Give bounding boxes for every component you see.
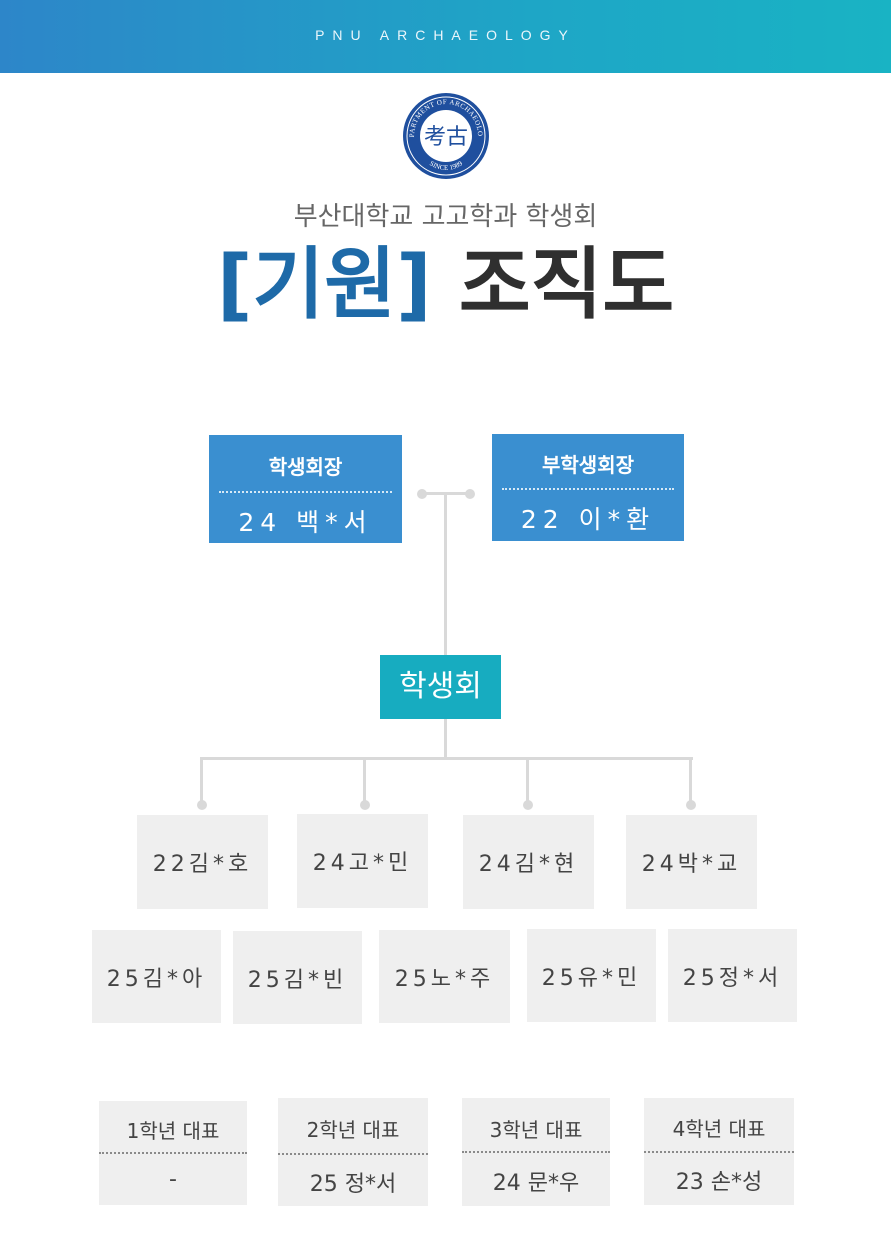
logo-center-text: 考古 xyxy=(424,125,468,150)
class-rep-name: - xyxy=(169,1167,177,1192)
president-role: 학생회장 xyxy=(268,455,343,479)
class-rep-divider xyxy=(99,1152,247,1154)
class-rep-divider xyxy=(644,1151,794,1153)
branch-drop xyxy=(200,757,203,804)
branch-line xyxy=(200,757,693,760)
class-rep-name: 25 정*서 xyxy=(309,1172,397,1197)
student-council-box: 학생회 xyxy=(380,655,501,719)
class-rep-box-2: 2학년 대표 25 정*서 xyxy=(278,1098,428,1206)
member-box: 25김*아 xyxy=(92,930,221,1023)
member-box: 25유*민 xyxy=(527,929,656,1022)
branch-dot xyxy=(686,800,696,810)
president-name: 24 백*서 xyxy=(238,508,373,537)
branch-dot xyxy=(197,800,207,810)
member-box: 24박*교 xyxy=(626,815,757,909)
class-rep-box-4: 4학년 대표 23 손*성 xyxy=(644,1098,794,1205)
vice-president-name: 22 이*환 xyxy=(520,505,656,534)
class-rep-title: 3학년 대표 xyxy=(489,1118,583,1142)
page-title-accent: [기원] xyxy=(216,240,432,330)
branch-dot xyxy=(523,800,533,810)
member-box: 25노*주 xyxy=(379,930,510,1023)
member-box: 24고*민 xyxy=(297,814,428,908)
class-rep-title: 1학년 대표 xyxy=(126,1119,220,1143)
vice-president-role: 부학생회장 xyxy=(542,453,634,477)
member-box: 24김*현 xyxy=(463,815,594,909)
class-rep-title: 4학년 대표 xyxy=(672,1117,766,1141)
class-rep-name: 23 손*성 xyxy=(675,1170,763,1195)
branch-drop xyxy=(689,757,692,804)
class-rep-name: 24 문*우 xyxy=(492,1171,580,1196)
class-rep-box-3: 3학년 대표 24 문*우 xyxy=(462,1098,610,1206)
class-rep-divider xyxy=(462,1151,610,1153)
connector-dot xyxy=(465,489,475,499)
president-divider xyxy=(219,491,392,493)
header-bar xyxy=(0,0,891,73)
member-box: 25김*빈 xyxy=(233,931,362,1024)
vice-president-divider xyxy=(502,488,674,490)
vice-president-box: 부학생회장 22 이*환 xyxy=(492,434,684,541)
page-subtitle: 부산대학교 고고학과 학생회 xyxy=(293,202,598,232)
logo-since-text: SINCE 1989 xyxy=(428,159,464,172)
page-title-main: 조직도 xyxy=(458,240,675,330)
svg-text:SINCE 1989: SINCE 1989 xyxy=(428,159,464,172)
member-box: 25정*서 xyxy=(668,929,797,1022)
page-title: [기원] 조직도 xyxy=(0,238,891,332)
class-rep-divider xyxy=(278,1153,428,1155)
branch-dot xyxy=(360,800,370,810)
branch-drop xyxy=(526,757,529,804)
trunk-line-upper xyxy=(444,494,447,655)
branch-drop xyxy=(363,757,366,804)
member-box: 22김*호 xyxy=(137,815,268,909)
president-box: 학생회장 24 백*서 xyxy=(209,435,402,543)
trunk-line-lower xyxy=(444,719,447,759)
class-rep-title: 2학년 대표 xyxy=(306,1118,400,1142)
class-rep-box-1: 1학년 대표 - xyxy=(99,1101,247,1205)
leaders-connector xyxy=(423,492,471,495)
department-logo: DEPARTMENT OF ARCHAEOLOGY SINCE 1989 考古 xyxy=(402,92,489,179)
connector-dot xyxy=(417,489,427,499)
header-brand: PNU ARCHAEOLOGY xyxy=(315,27,576,43)
